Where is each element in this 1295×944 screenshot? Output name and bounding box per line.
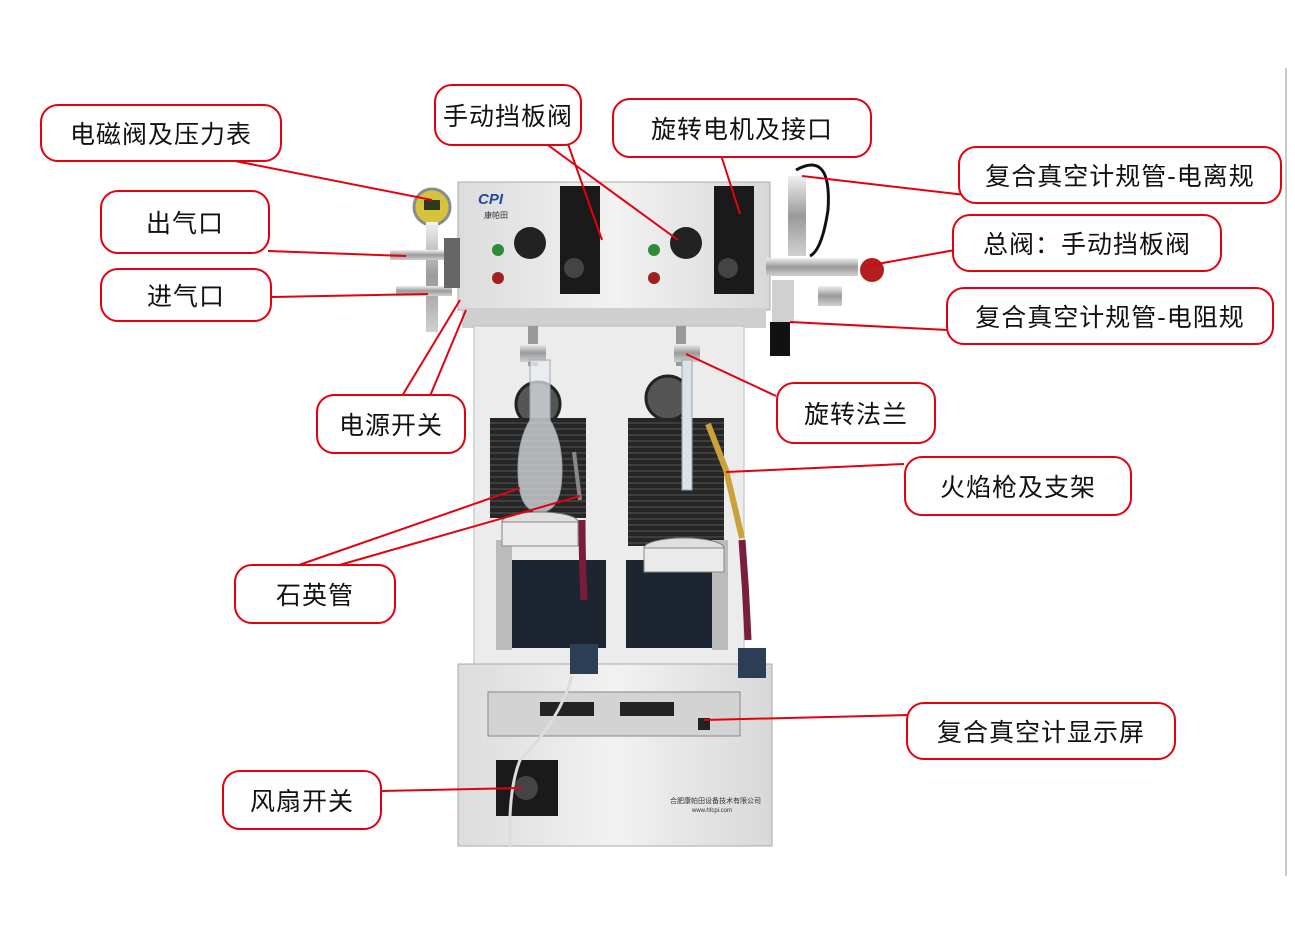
label-gas-outlet: 出气口 [100, 190, 270, 254]
main-valve-knob [860, 258, 884, 282]
page-edge-divider [1285, 68, 1287, 876]
label-rotary-motor-interface: 旋转电机及接口 [612, 98, 872, 158]
cpi-logo-sub: 康帕田 [484, 210, 508, 220]
resistance-gauge-tube [772, 280, 794, 324]
label-gas-inlet: 进气口 [100, 268, 272, 322]
label-quartz-tube: 石英管 [234, 564, 396, 624]
manual-gate-valve-knob-left [514, 227, 546, 259]
vacuum-display-panel [487, 691, 741, 737]
flame-gun-stand-left [578, 519, 588, 601]
label-power-switch: 电源开关 [316, 394, 466, 454]
label-fan-switch: 风扇开关 [222, 770, 382, 830]
heatsink-right [628, 418, 724, 546]
label-rotary-flange: 旋转法兰 [776, 382, 936, 444]
label-manual-gate-valve: 手动挡板阀 [434, 84, 582, 146]
ionization-gauge-tube [788, 176, 806, 256]
manual-gate-valve-knob-right [670, 227, 702, 259]
label-vacuum-display: 复合真空计显示屏 [906, 702, 1176, 760]
company-website: www.hfcpi.com [691, 808, 732, 814]
flame-gun-stand-right [738, 539, 752, 641]
flame-gun [705, 422, 745, 539]
leader-lines [219, 131, 975, 792]
label-flame-gun-bracket: 火焰枪及支架 [904, 456, 1132, 516]
label-main-valve: 总阀：手动挡板阀 [952, 214, 1222, 272]
company-name: 合肥康帕田设备技术有限公司 [670, 796, 761, 805]
label-resistance-gauge: 复合真空计规管-电阻规 [946, 287, 1274, 345]
cpi-logo: CPI [478, 191, 504, 208]
label-solenoid-valve-gauge: 电磁阀及压力表 [40, 104, 282, 162]
label-ionization-gauge: 复合真空计规管-电离规 [958, 146, 1282, 204]
